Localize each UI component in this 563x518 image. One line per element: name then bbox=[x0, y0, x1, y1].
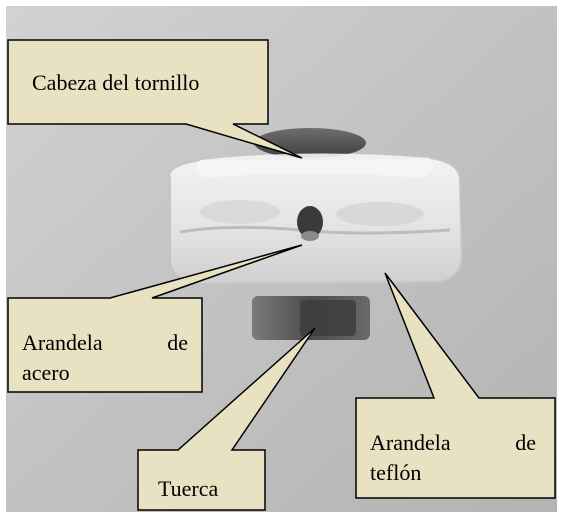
teflon-shade-left bbox=[200, 200, 280, 224]
callout-steel-washer-shape bbox=[7, 244, 303, 393]
callout-teflon-washer-line1: Arandela de bbox=[370, 428, 536, 458]
screw-tip bbox=[297, 206, 323, 238]
callout-teflon-washer-word2: de bbox=[515, 430, 536, 455]
callout-teflon-washer-word1: Arandela bbox=[370, 430, 451, 455]
nut-face bbox=[300, 300, 356, 336]
callout-nut-label: Tuerca bbox=[158, 476, 219, 501]
callout-steel-washer-line2: acero bbox=[22, 360, 70, 385]
steel-washer bbox=[301, 231, 319, 241]
callout-steel-washer-line1: Arandela de bbox=[22, 328, 188, 358]
callout-teflon-washer-line2: teflón bbox=[370, 460, 422, 485]
teflon-shade-right bbox=[336, 202, 424, 226]
callout-screw-head-label: Cabeza del tornillo bbox=[32, 70, 200, 95]
callout-steel-washer-label: Arandela de acero bbox=[22, 328, 188, 388]
callout-nut-shape bbox=[137, 327, 316, 511]
callout-teflon-washer-label: Arandela de teflón bbox=[370, 428, 536, 488]
teflon-top-rim bbox=[196, 153, 434, 178]
callout-steel-washer-word2: de bbox=[167, 330, 188, 355]
callout-teflon-washer-shape bbox=[355, 272, 556, 499]
callout-steel-washer-word1: Arandela bbox=[22, 330, 103, 355]
callout-screw-head-shape bbox=[7, 39, 303, 159]
